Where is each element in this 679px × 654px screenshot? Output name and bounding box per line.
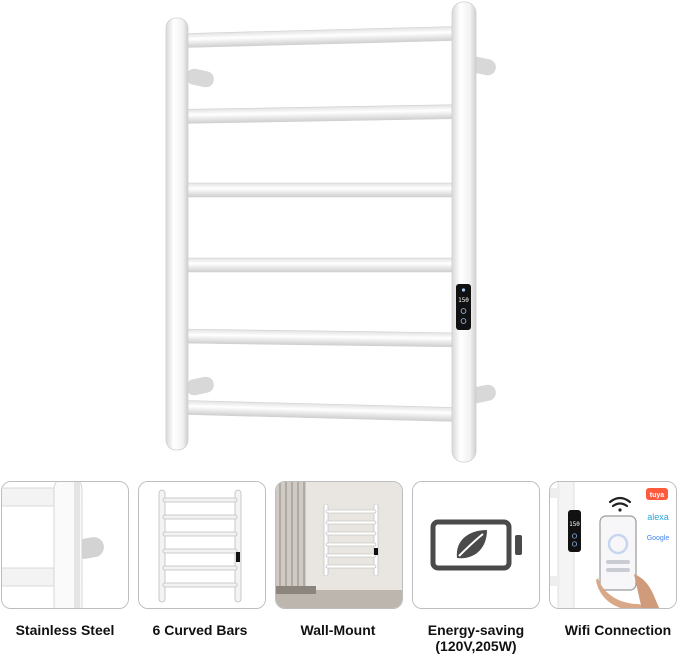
right-post <box>451 1 477 463</box>
close-up-bar-image <box>2 482 128 608</box>
panel-display: 150 <box>458 297 469 304</box>
panel-power-icon <box>461 288 466 292</box>
left-post <box>165 17 189 451</box>
rack-bar <box>179 400 463 422</box>
rack-bar <box>179 182 463 198</box>
wall-mount-stud <box>186 68 214 88</box>
rack-bar <box>179 257 463 273</box>
feature-caption: Wall-Mount <box>300 622 376 638</box>
feature-caption: Wifi Connection <box>564 622 672 638</box>
rack-bars <box>179 26 463 422</box>
rack-front-image <box>139 482 265 608</box>
leaf-battery-icon <box>413 482 539 608</box>
feature-thumb-energy-saving <box>412 481 540 609</box>
rack-bar <box>179 328 463 348</box>
feature-thumb-curved-bars <box>138 481 266 609</box>
feature-thumb-wall-mount <box>275 481 403 609</box>
phone-app-image: 150 tuya alexa Google <box>550 482 676 608</box>
panel-button-icon <box>460 308 467 314</box>
wall-mount-stud <box>186 376 214 396</box>
feature-caption: 6 Curved Bars <box>152 622 248 638</box>
panel-button-icon <box>460 318 467 324</box>
feature-caption: Energy-saving (120V,205W) <box>427 622 525 654</box>
brand-tuya-label: tuya <box>650 492 665 499</box>
panel-display: 150 <box>569 521 580 528</box>
towel-warmer-rack-image: 150 <box>165 1 496 463</box>
wifi-icon <box>608 496 632 512</box>
feature-thumb-wifi-connection: 150 tuya alexa Google <box>549 481 677 609</box>
feature-caption: Stainless Steel <box>15 622 115 638</box>
brand-google-label: Google <box>647 535 670 542</box>
room-scene-image <box>276 482 402 608</box>
feature-thumb-stainless-steel <box>1 481 129 609</box>
brand-alexa-label: alexa <box>647 512 669 522</box>
rack-bar <box>179 26 463 48</box>
control-panel: 150 <box>456 284 471 330</box>
rack-bar <box>179 104 463 124</box>
